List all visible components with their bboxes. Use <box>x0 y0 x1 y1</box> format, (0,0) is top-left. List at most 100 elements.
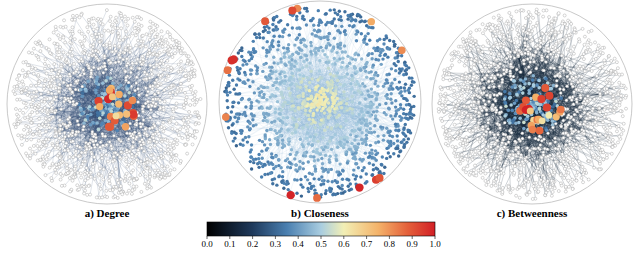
network-node <box>114 151 117 154</box>
network-node <box>68 121 71 124</box>
network-node <box>68 73 71 76</box>
network-node <box>149 64 152 67</box>
network-node <box>152 139 155 142</box>
network-node <box>102 168 105 171</box>
network-node <box>135 62 138 65</box>
network-node <box>143 150 146 153</box>
network-node <box>96 85 100 89</box>
network-node <box>24 106 27 109</box>
network-node <box>111 82 115 86</box>
network-node <box>132 141 135 144</box>
network-node <box>21 80 24 83</box>
network-node <box>75 102 78 105</box>
network-node <box>59 46 62 49</box>
network-node <box>94 139 97 142</box>
network-node <box>101 132 104 135</box>
network-node <box>79 108 83 112</box>
network-node <box>101 121 105 125</box>
network-node <box>147 90 150 93</box>
network-node <box>20 143 23 146</box>
network-node <box>79 88 83 92</box>
network-node <box>153 81 156 84</box>
network-node <box>72 100 75 103</box>
network-node <box>94 88 98 92</box>
network-node <box>131 146 134 149</box>
network-node <box>94 55 97 58</box>
network-node <box>58 118 61 121</box>
network-node <box>114 61 117 64</box>
network-node <box>158 99 161 102</box>
network-node <box>72 156 75 159</box>
network-node <box>116 86 120 90</box>
network-node <box>124 76 127 79</box>
network-node <box>127 84 131 88</box>
network-node <box>137 101 140 104</box>
network-node <box>54 127 57 130</box>
network-node <box>71 54 74 57</box>
network-node <box>31 150 34 153</box>
network-node <box>68 87 71 90</box>
network-node <box>153 125 156 128</box>
network-node <box>112 134 115 137</box>
network-node <box>157 91 160 94</box>
network-node <box>149 116 152 119</box>
network-node <box>48 126 51 129</box>
network-node <box>84 89 88 93</box>
network-node <box>131 32 134 35</box>
network-node <box>159 107 162 110</box>
network-node <box>116 196 119 199</box>
network-node <box>166 59 169 62</box>
network-node <box>88 67 91 70</box>
network-node <box>38 117 41 120</box>
network-node <box>18 81 21 84</box>
network-node <box>115 129 119 133</box>
network-node <box>138 67 141 70</box>
network-node <box>92 135 95 138</box>
network-node <box>95 78 99 82</box>
network-node <box>62 140 65 143</box>
network-node <box>108 41 111 44</box>
network-node <box>22 111 25 114</box>
network-node <box>162 106 165 109</box>
network-node <box>104 79 108 83</box>
network-node <box>47 123 50 126</box>
network-node <box>135 82 138 85</box>
network-node <box>136 87 139 90</box>
network-node <box>97 67 100 70</box>
network-node <box>97 59 100 62</box>
network-node <box>36 111 39 114</box>
network-node <box>82 128 85 131</box>
network-node <box>135 124 138 127</box>
network-node <box>62 100 65 103</box>
network-node <box>79 74 82 77</box>
network-node <box>82 125 85 128</box>
network-node <box>102 44 105 47</box>
network-node <box>144 128 147 131</box>
network-node <box>145 94 148 97</box>
network-node <box>95 82 99 86</box>
network-node <box>98 116 102 120</box>
network-node <box>54 135 57 138</box>
network-node <box>137 149 140 152</box>
network-node <box>134 89 137 92</box>
network-node <box>108 140 111 143</box>
network-node <box>65 142 68 145</box>
network-node <box>127 138 130 141</box>
network-node <box>69 83 72 86</box>
network-node <box>190 88 193 91</box>
network-node <box>68 64 71 67</box>
network-node <box>163 89 166 92</box>
network-node <box>58 83 61 86</box>
network-node <box>75 80 78 83</box>
network-node <box>142 118 145 121</box>
network-node <box>155 63 158 66</box>
network-node <box>127 81 130 84</box>
network-node <box>59 124 62 127</box>
network-node <box>78 146 81 149</box>
network-node <box>86 115 90 119</box>
network-node <box>132 136 135 139</box>
network-node <box>86 177 89 180</box>
network-node <box>170 69 173 72</box>
network-node <box>126 132 129 135</box>
network-node <box>155 58 158 61</box>
